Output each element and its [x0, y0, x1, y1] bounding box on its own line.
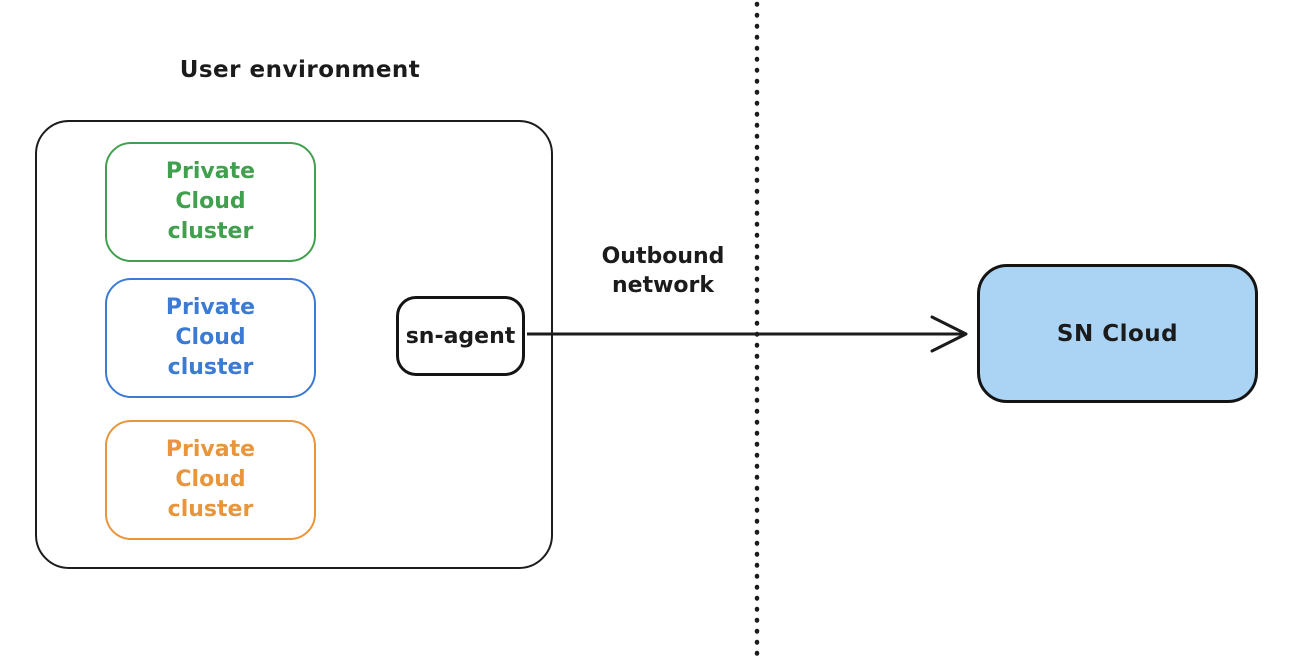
private-cloud-cluster-label: Private Cloud cluster [165, 295, 256, 380]
private-cloud-cluster-label: Private Cloud cluster [165, 437, 256, 522]
outbound-network-label: Outbound network [597, 243, 729, 300]
outbound-network-label-line2: network [611, 272, 715, 298]
user-environment-container [35, 120, 553, 569]
private-cloud-cluster-label: Private Cloud cluster [165, 159, 256, 244]
sn-agent-box: sn-agent [396, 296, 525, 376]
outbound-arrowhead-icon [930, 315, 968, 353]
sn-agent-label: sn-agent [405, 323, 516, 349]
sn-cloud-box: SN Cloud [977, 264, 1258, 403]
user-environment-title: User environment [179, 57, 421, 83]
private-cloud-cluster-box-orange: Private Cloud cluster [105, 420, 316, 540]
sn-cloud-label: SN Cloud [1056, 320, 1179, 347]
private-cloud-cluster-box-blue: Private Cloud cluster [105, 278, 316, 398]
private-cloud-cluster-box-green: Private Cloud cluster [105, 142, 316, 262]
outbound-network-label-line1: Outbound [601, 244, 725, 269]
